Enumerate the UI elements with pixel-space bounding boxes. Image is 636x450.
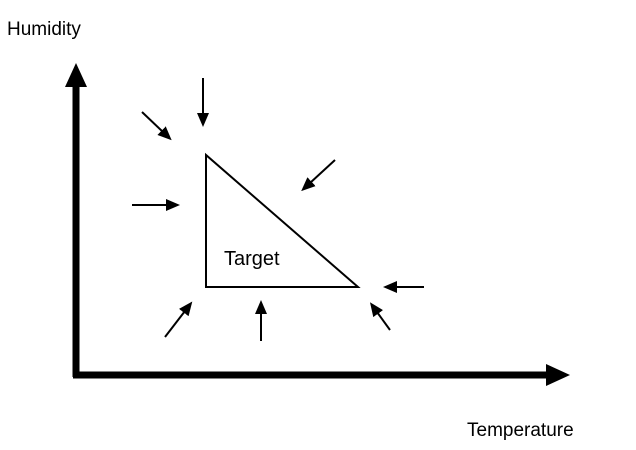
inward-arrows: [132, 78, 424, 341]
y-axis-label: Humidity: [7, 19, 81, 40]
arrow-upper-right: [301, 159, 336, 192]
target-label: Target: [224, 248, 280, 270]
arrow-top-left: [141, 111, 172, 141]
x-axis-label: Temperature: [467, 420, 574, 441]
target-region: [205, 152, 361, 288]
arrow-bottom-left: [164, 301, 193, 338]
arrow-lower-right: [369, 302, 391, 331]
